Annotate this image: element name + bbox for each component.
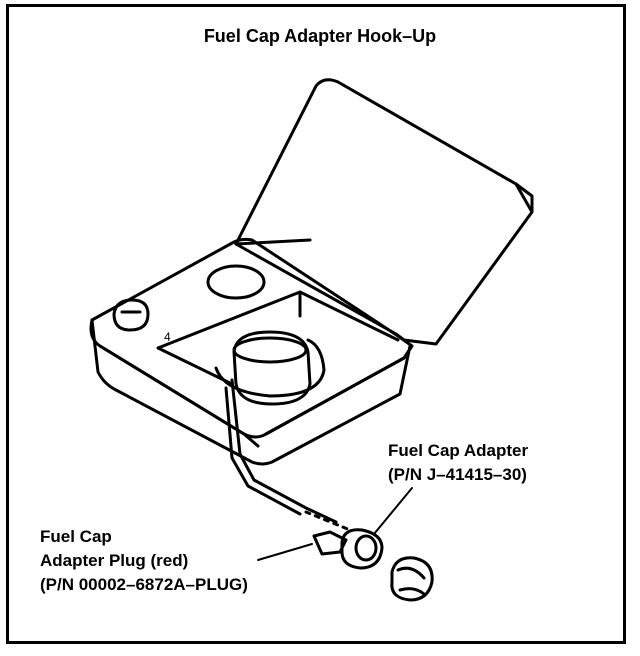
leader-adapter — [373, 487, 413, 535]
adapter-name-label: Fuel Cap Adapter — [388, 441, 529, 460]
figure-title: Fuel Cap Adapter Hook–Up — [203, 26, 437, 46]
leader-plug — [257, 543, 313, 561]
sending-unit-top — [232, 336, 308, 364]
inner-tray — [156, 290, 400, 386]
plug-name-label-line1: Fuel Cap — [40, 527, 112, 546]
fuel-cap — [112, 298, 150, 332]
removed-fuel-cap — [390, 556, 434, 602]
fuel-cap-adapter — [340, 528, 384, 570]
filler-opening — [206, 264, 266, 300]
hose-dashed — [304, 510, 352, 532]
tank-side-left — [90, 318, 412, 466]
adapter-opening — [354, 534, 378, 562]
tank-lid — [234, 78, 534, 346]
tank-callout-number: 4 — [164, 330, 171, 344]
tank-side-rim — [98, 344, 260, 448]
plug-name-label-line2: Adapter Plug (red) — [40, 551, 189, 570]
vapor-hose — [230, 378, 338, 524]
sending-unit — [232, 330, 312, 406]
vapor-hose-inner — [224, 386, 302, 516]
adapter-part-number-label: (P/N J–41415–30) — [388, 465, 527, 484]
plug-part-number-label: (P/N 00002–6872A–PLUG) — [40, 575, 248, 594]
tank-side-rim-right — [264, 356, 406, 436]
lid-hinge-edge — [234, 182, 534, 246]
